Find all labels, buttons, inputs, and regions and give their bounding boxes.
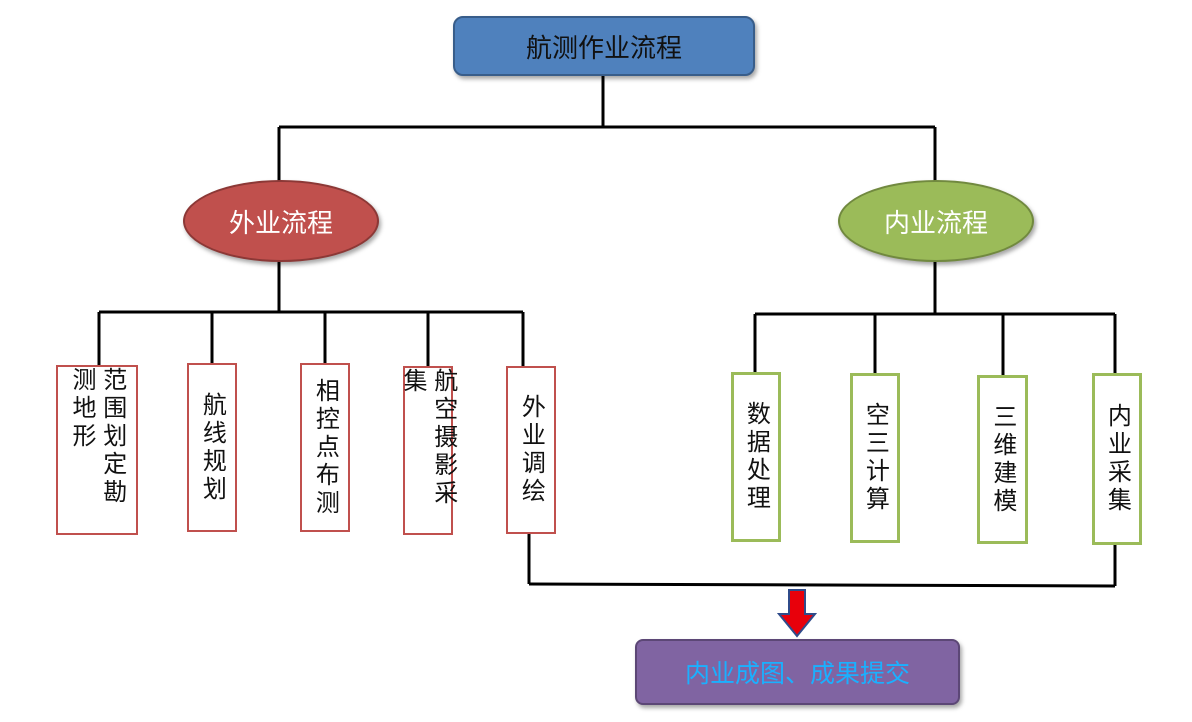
field-process-node: 外业流程 bbox=[183, 180, 379, 262]
office-step-3d-modeling: 三维建模 bbox=[977, 375, 1028, 544]
field-step-aerial-photography: 航空摄影采集 bbox=[399, 366, 458, 535]
down-arrow-icon bbox=[776, 589, 818, 638]
office-step-aerotriangulation: 空三计算 bbox=[850, 373, 900, 543]
office-process-node: 内业流程 bbox=[838, 180, 1034, 262]
page-title: 航测作业流程 bbox=[453, 16, 755, 76]
field-step-control-points: 相控点布测 bbox=[300, 363, 350, 532]
field-step-flight-planning: 航线规划 bbox=[187, 363, 237, 532]
office-step-office-collection: 内业采集 bbox=[1092, 373, 1142, 545]
office-step-data-processing: 数据处理 bbox=[731, 372, 781, 542]
result-node: 内业成图、成果提交 bbox=[635, 639, 960, 705]
field-step-survey-range: 范围划定勘测地形 bbox=[56, 365, 138, 535]
field-step-field-survey: 外业调绘 bbox=[506, 366, 556, 534]
